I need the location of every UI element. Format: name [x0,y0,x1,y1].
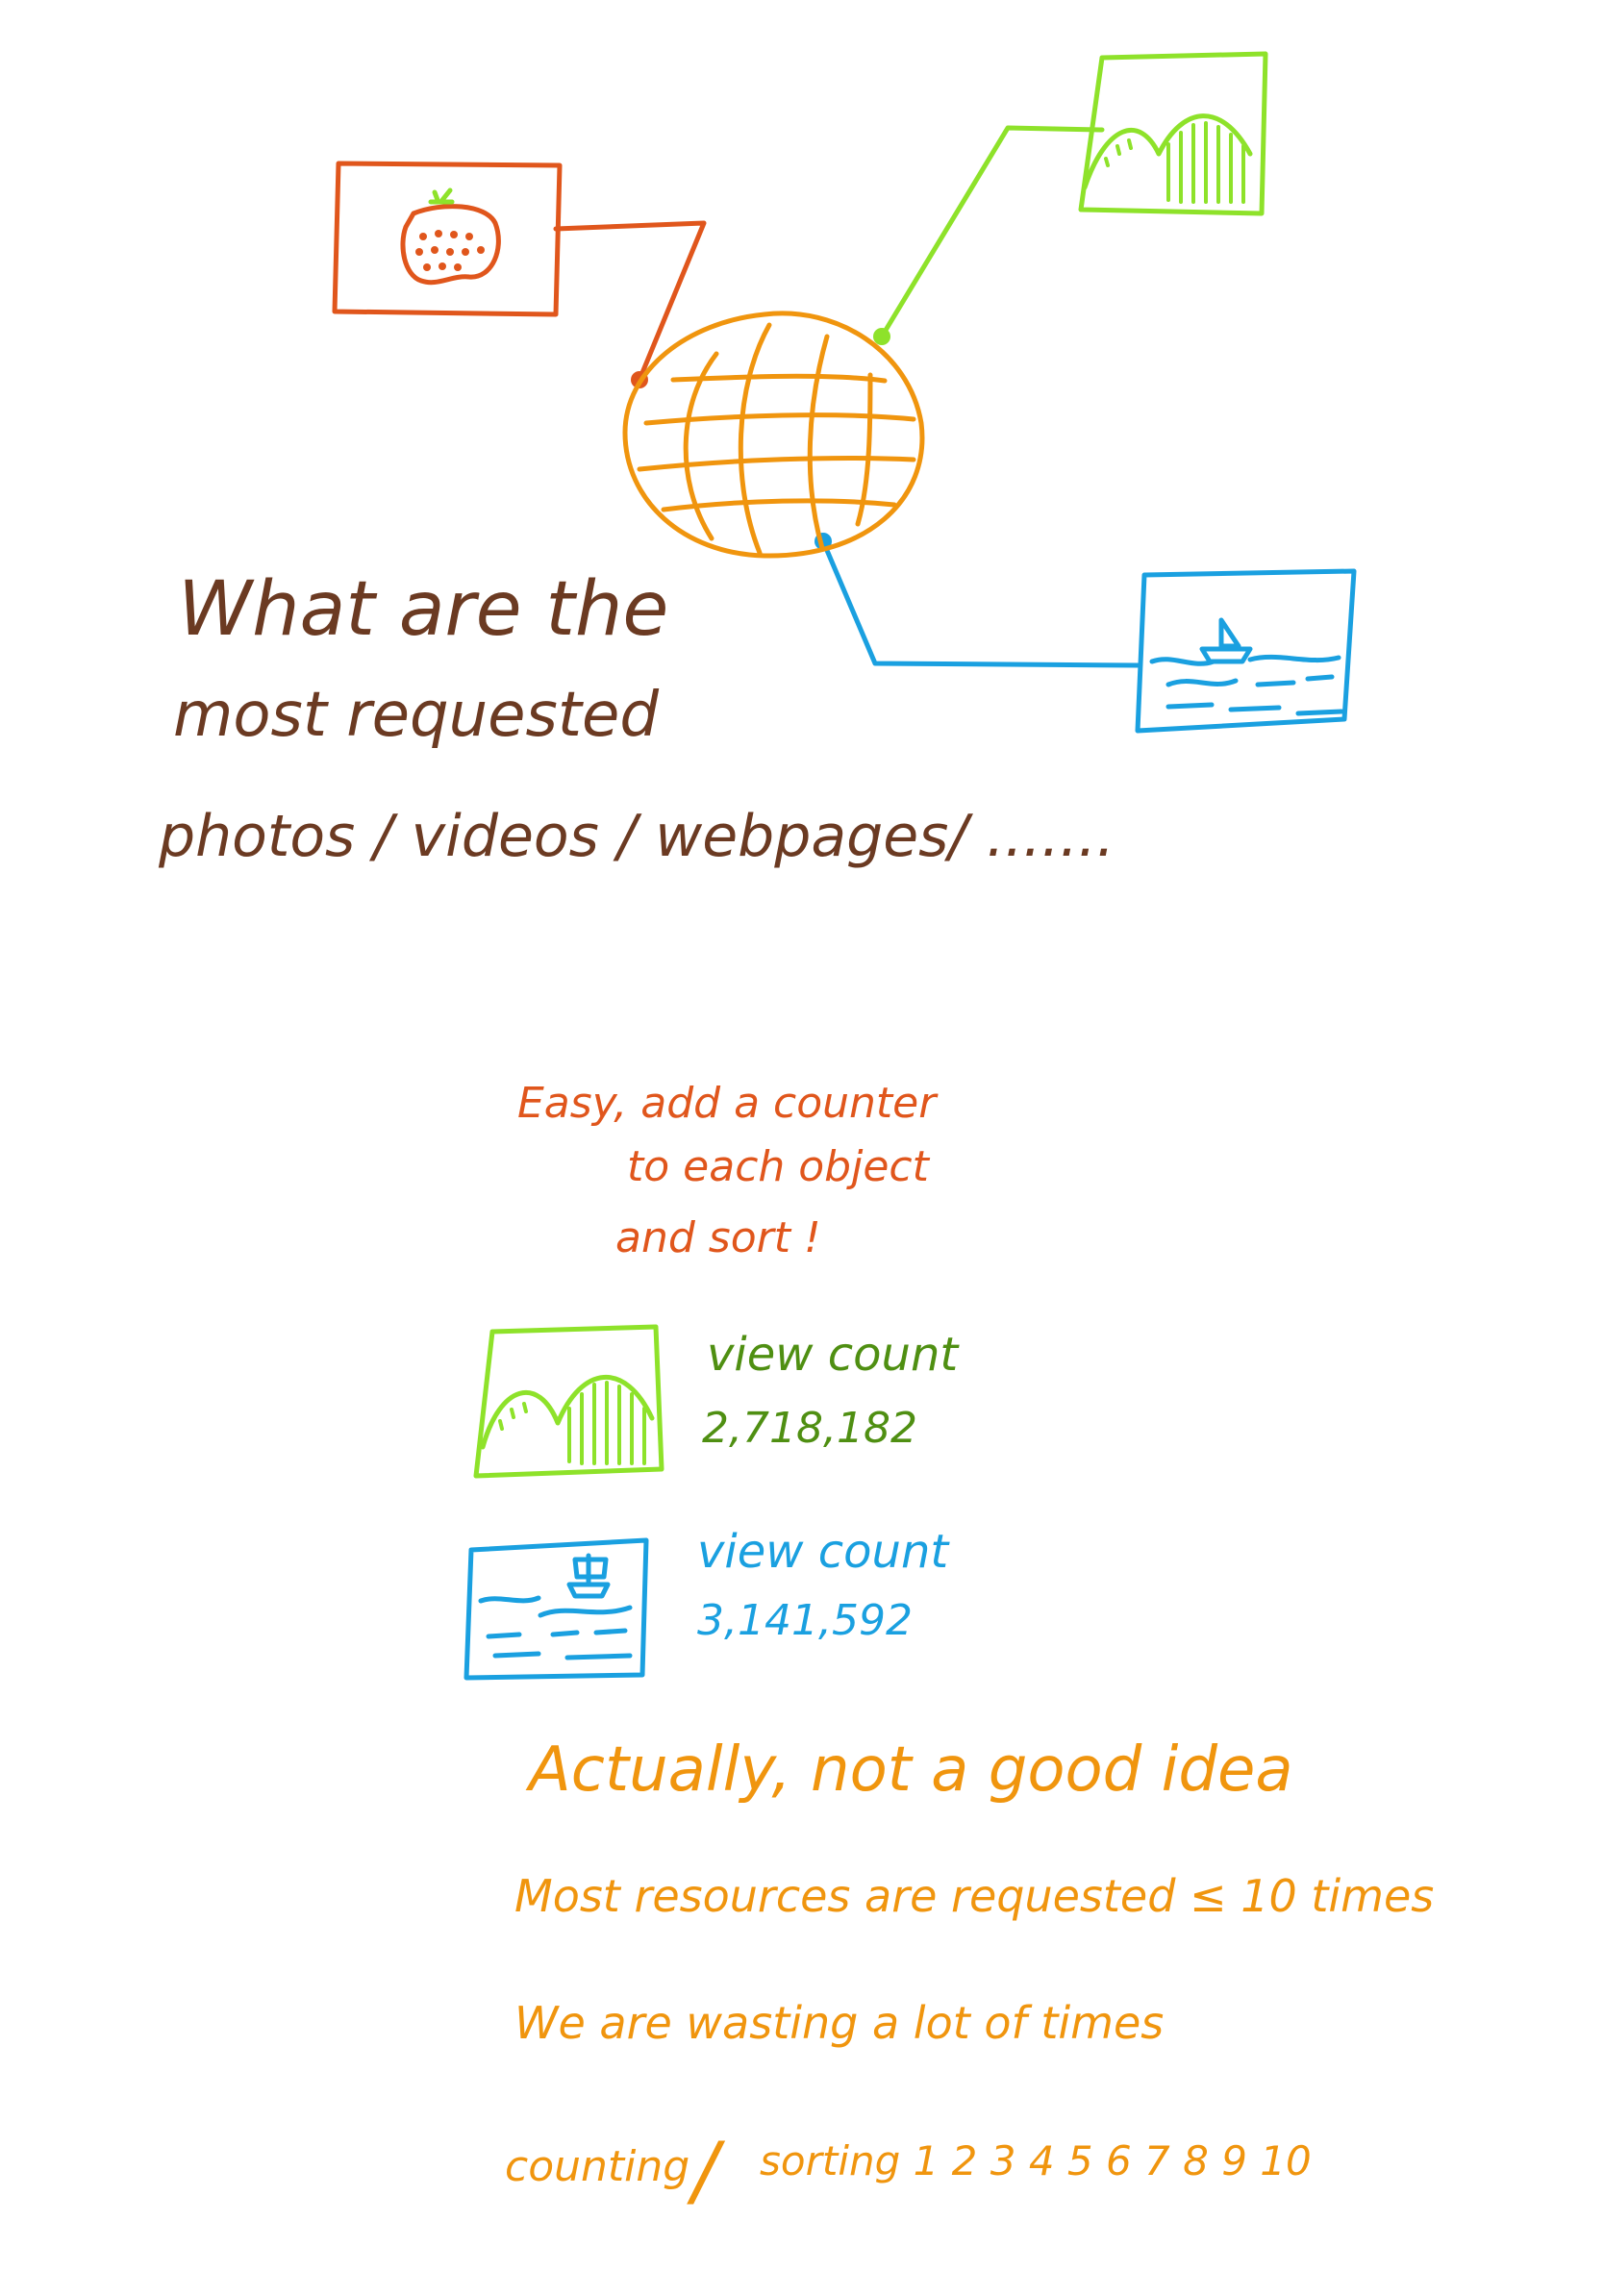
counter-landscape-value: 2,718,182 [702,1404,917,1453]
landscape-connector-dot [873,328,890,345]
conclusion-title: Actually, not a good idea [525,1734,1293,1806]
counter-sailboat-value: 3,141,592 [697,1596,913,1645]
heading-line-1: What are the [178,566,668,653]
counter-sailboat-label: view count [697,1525,950,1579]
conclusion-line-3-counting: counting [505,2142,689,2191]
strawberry-connector [553,220,707,383]
sailboat-connector [820,538,1140,668]
counter-sailboat-icon [464,1537,649,1681]
counter-landscape-label: view count [707,1328,960,1382]
landscape-photo-icon [1078,51,1268,216]
heading-line-3: photos / videos / webpages/ ....... [158,803,1115,870]
heading-line-2: most requested [173,680,659,751]
globe-icon [622,311,925,559]
conclusion-line-1: Most resources are requested ≤ 10 times [514,1870,1434,1922]
strawberry-photo-icon [332,161,563,317]
easy-note-line-1: Easy, add a counter [517,1079,939,1128]
easy-note-line-3: and sort ! [615,1213,821,1262]
counter-landscape-icon [473,1324,664,1479]
sailboat-photo-icon [1135,568,1357,734]
easy-note-line-2: to each object [627,1142,931,1191]
conclusion-line-3-slash: / [687,2126,726,2215]
conclusion-line-3-sorting: sorting 1 2 3 4 5 6 7 8 9 10 [760,2137,1312,2184]
landscape-connector [879,125,1105,339]
conclusion-line-2: We are wasting a lot of times [514,1997,1164,2049]
